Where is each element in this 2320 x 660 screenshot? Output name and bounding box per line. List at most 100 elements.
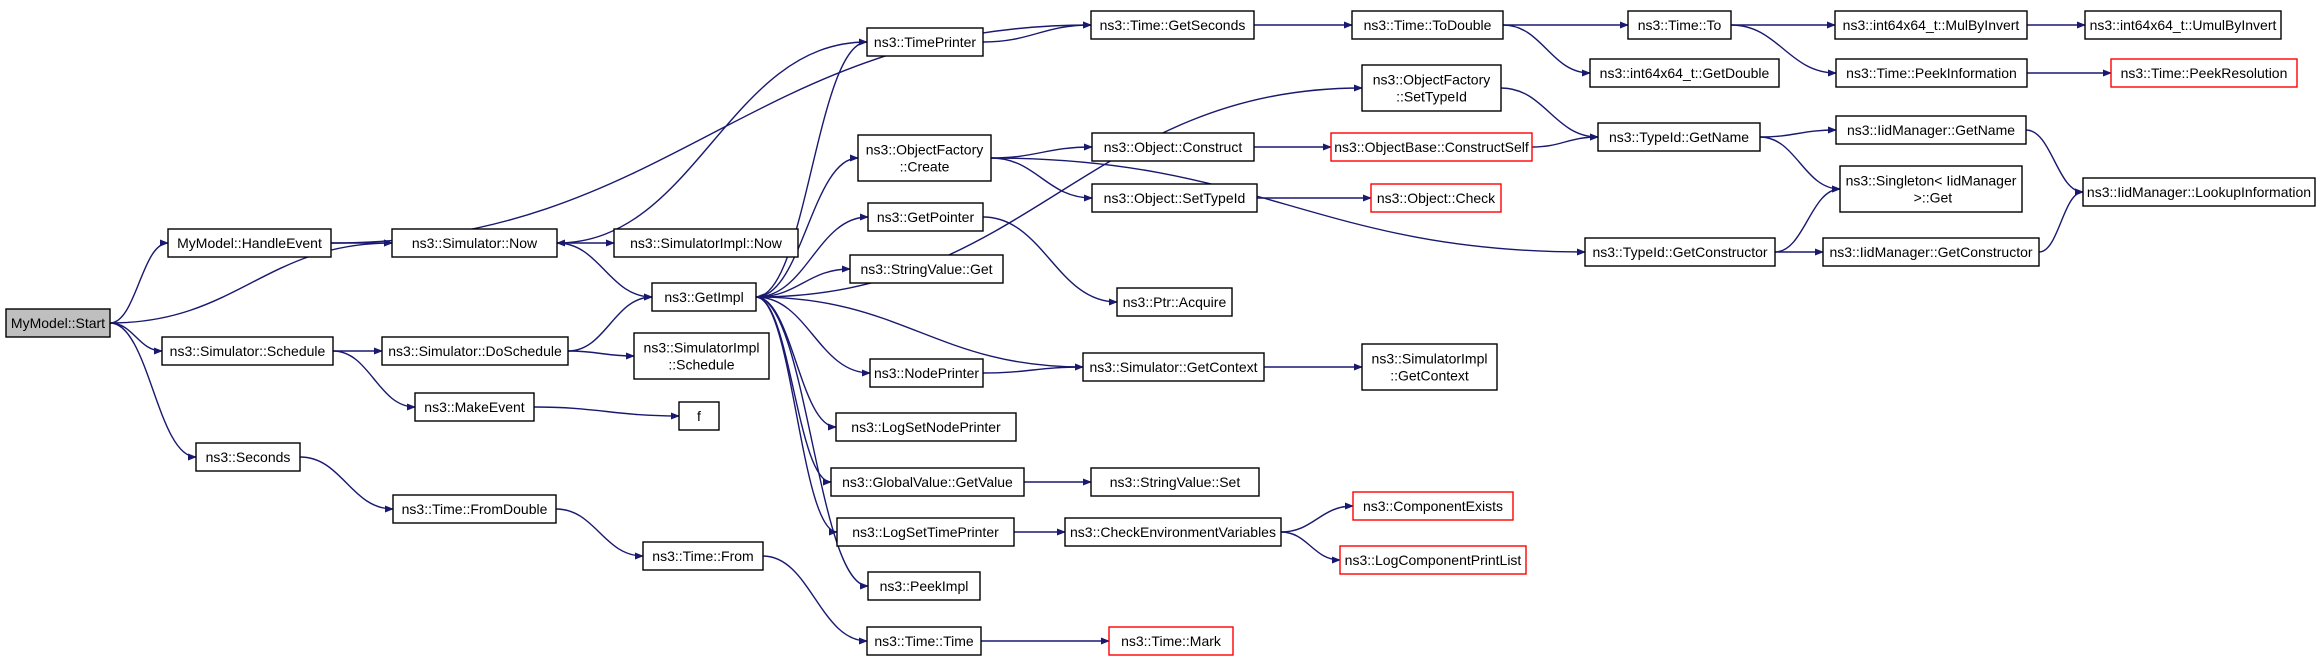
edge-seconds-to-from-double <box>299 456 394 513</box>
node-label: ns3::GetPointer <box>877 209 975 225</box>
node-box <box>869 358 984 388</box>
node-from-double[interactable]: ns3::Time::FromDouble <box>392 494 557 524</box>
edges-layer <box>109 21 2112 645</box>
node-sv-get[interactable]: ns3::StringValue::Get <box>849 254 1004 284</box>
node-f[interactable]: f <box>678 401 720 431</box>
node-sim-impl-now[interactable]: ns3::SimulatorImpl::Now <box>613 228 799 258</box>
node-of-create[interactable]: ns3::ObjectFactory::Create <box>857 134 992 182</box>
node-peek-information[interactable]: ns3::Time::PeekInformation <box>1835 58 2028 88</box>
node-log-component-print-list[interactable]: ns3::LogComponentPrintList <box>1339 545 1527 575</box>
node-box <box>1108 626 1234 656</box>
node-box <box>1584 237 1776 267</box>
node-gv-get-value[interactable]: ns3::GlobalValue::GetValue <box>830 467 1025 497</box>
node-time-to[interactable]: ns3::Time::To <box>1627 10 1732 40</box>
node-iid-get-name[interactable]: ns3::IidManager::GetName <box>1835 115 2027 145</box>
node-label: ns3::Time::PeekResolution <box>2121 65 2288 81</box>
node-time-time[interactable]: ns3::Time::Time <box>866 626 982 656</box>
edge-check-env-to-log-component-print-list <box>1280 531 1341 564</box>
node-node-printer[interactable]: ns3::NodePrinter <box>869 358 984 388</box>
node-box <box>1839 165 2023 213</box>
node-time-printer[interactable]: ns3::TimePrinter <box>866 27 984 57</box>
node-box <box>678 401 720 431</box>
edge-sim-get-context-to-get-impl <box>755 293 1084 368</box>
node-label: ns3::LogSetTimePrinter <box>852 524 999 540</box>
node-box <box>1822 237 2040 267</box>
nodes-layer: MyModel::StartMyModel::HandleEventns3::S… <box>5 10 2316 656</box>
edge-now-to-get-impl <box>556 242 653 301</box>
node-sv-set[interactable]: ns3::StringValue::Set <box>1090 467 1260 497</box>
node-sim-impl-get-context[interactable]: ns3::SimulatorImpl::GetContext <box>1361 343 1498 391</box>
edge-to-double-to-int64-get-double <box>1502 24 1591 77</box>
edge-of-create-to-obj-construct <box>990 143 1093 159</box>
node-box <box>857 134 992 182</box>
node-iid-get-constructor[interactable]: ns3::IidManager::GetConstructor <box>1822 237 2040 267</box>
node-umul-by-invert[interactable]: ns3::int64x64_t::UmulByInvert <box>2084 10 2282 40</box>
node-do-schedule[interactable]: ns3::Simulator::DoSchedule <box>381 336 569 366</box>
node-box <box>1339 545 1527 575</box>
node-obj-set-type-id[interactable]: ns3::Object::SetTypeId <box>1091 183 1258 213</box>
edge-time-from-to-time-time <box>762 555 868 645</box>
edge-node-printer-to-sim-get-context <box>982 363 1084 374</box>
node-to-double[interactable]: ns3::Time::ToDouble <box>1351 10 1504 40</box>
node-mul-by-invert[interactable]: ns3::int64x64_t::MulByInvert <box>1834 10 2028 40</box>
node-time-mark[interactable]: ns3::Time::Mark <box>1108 626 1234 656</box>
node-box <box>2110 58 2298 88</box>
edge-tid-get-name-to-iid-get-name <box>1759 126 1837 138</box>
node-get-impl[interactable]: ns3::GetImpl <box>651 282 757 312</box>
node-make-event[interactable]: ns3::MakeEvent <box>414 392 535 422</box>
node-check-env[interactable]: ns3::CheckEnvironmentVariables <box>1064 517 1282 547</box>
node-label: ns3::Time::Mark <box>1121 633 1222 649</box>
edge-check-env-to-component-exists <box>1280 502 1354 533</box>
node-ob-construct-self[interactable]: ns3::ObjectBase::ConstructSelf <box>1330 132 1533 162</box>
node-get-seconds[interactable]: ns3::Time::GetSeconds <box>1090 10 1255 40</box>
edge-ob-construct-self-to-tid-get-name <box>1531 133 1599 148</box>
node-box <box>5 308 111 338</box>
node-label: ns3::Time::Time <box>874 633 974 649</box>
edge-get-impl-to-node-printer <box>755 296 871 377</box>
node-peek-resolution[interactable]: ns3::Time::PeekResolution <box>2110 58 2298 88</box>
node-box <box>849 254 1004 284</box>
node-ptr-acquire[interactable]: ns3::Ptr::Acquire <box>1116 287 1233 317</box>
node-tid-get-name[interactable]: ns3::TypeId::GetName <box>1597 122 1761 152</box>
node-schedule[interactable]: ns3::Simulator::Schedule <box>161 336 334 366</box>
node-box <box>195 442 301 472</box>
node-label: ns3::IidManager::GetConstructor <box>1829 244 2032 260</box>
node-log-set-node-printer[interactable]: ns3::LogSetNodePrinter <box>835 412 1017 442</box>
node-box <box>1091 132 1255 162</box>
node-label: ns3::PeekImpl <box>880 578 969 594</box>
node-label: ns3::SimulatorImpl <box>644 340 760 356</box>
edge-tid-get-name-to-singleton-get <box>1759 136 1841 193</box>
node-of-set-type-id[interactable]: ns3::ObjectFactory::SetTypeId <box>1361 64 1502 112</box>
node-box <box>2082 177 2316 207</box>
node-label: MyModel::HandleEvent <box>177 235 322 251</box>
node-component-exists[interactable]: ns3::ComponentExists <box>1352 491 1514 521</box>
edge-get-impl-to-gv-get-value <box>755 296 832 486</box>
node-label: ns3::TimePrinter <box>874 34 977 50</box>
node-handle-event[interactable]: MyModel::HandleEvent <box>167 228 332 258</box>
node-log-set-time-printer[interactable]: ns3::LogSetTimePrinter <box>836 517 1015 547</box>
edge-get-pointer-to-ptr-acquire <box>982 216 1118 306</box>
edge-from-double-to-time-from <box>555 508 644 560</box>
edge-schedule-to-make-event <box>332 350 416 411</box>
node-sim-impl-schedule[interactable]: ns3::SimulatorImpl::Schedule <box>633 332 770 380</box>
node-now[interactable]: ns3::Simulator::Now <box>391 228 558 258</box>
node-time-from[interactable]: ns3::Time::From <box>642 541 764 571</box>
node-box <box>1090 10 1255 40</box>
node-peek-impl[interactable]: ns3::PeekImpl <box>867 571 981 601</box>
node-obj-check[interactable]: ns3::Object::Check <box>1370 183 1502 213</box>
node-label: ns3::MakeEvent <box>424 399 524 415</box>
edge-iid-get-constructor-to-lookup-information <box>2038 188 2084 253</box>
node-int64-get-double[interactable]: ns3::int64x64_t::GetDouble <box>1589 58 1780 88</box>
node-singleton-get[interactable]: ns3::Singleton< IidManager >::Get <box>1839 165 2023 213</box>
node-get-pointer[interactable]: ns3::GetPointer <box>867 202 984 232</box>
node-label: ::Schedule <box>668 357 734 373</box>
node-label: ns3::Simulator::Schedule <box>170 343 326 359</box>
node-start[interactable]: MyModel::Start <box>5 308 111 338</box>
node-obj-construct[interactable]: ns3::Object::Construct <box>1091 132 1255 162</box>
node-tid-get-constructor[interactable]: ns3::TypeId::GetConstructor <box>1584 237 1776 267</box>
node-sim-get-context[interactable]: ns3::Simulator::GetContext <box>1082 352 1265 382</box>
node-seconds[interactable]: ns3::Seconds <box>195 442 301 472</box>
edge-time-printer-to-now <box>556 41 868 247</box>
node-box <box>867 202 984 232</box>
node-lookup-information[interactable]: ns3::IidManager::LookupInformation <box>2082 177 2316 207</box>
